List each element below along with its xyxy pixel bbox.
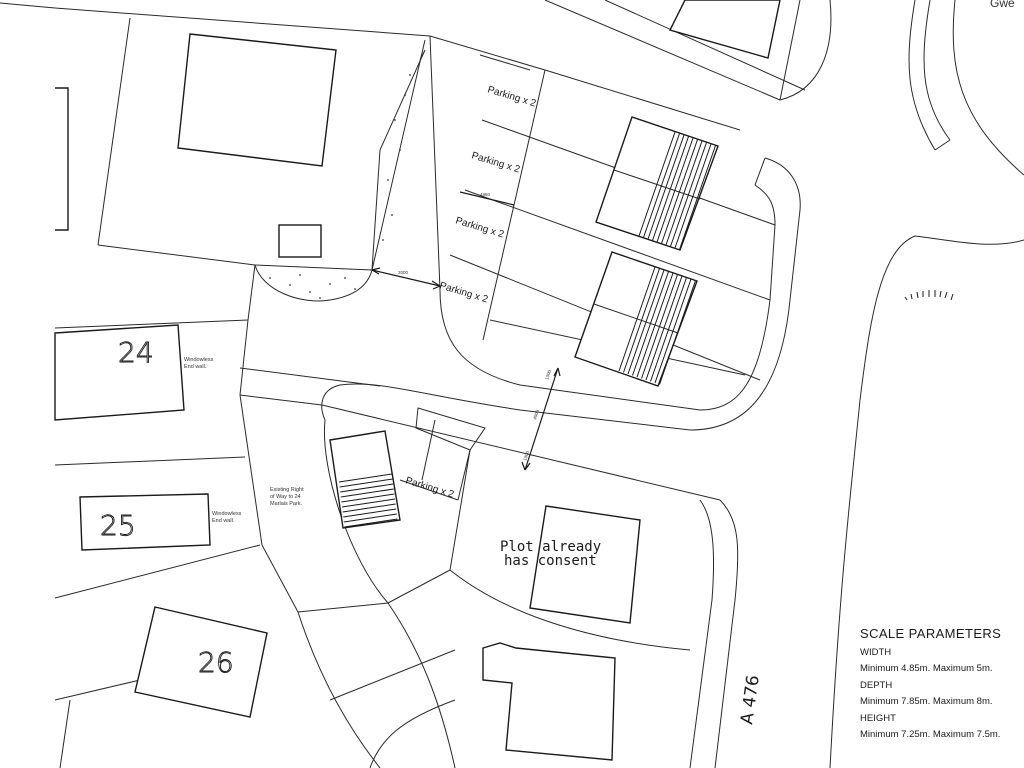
svg-text:1500: 1500: [544, 369, 552, 381]
house-large-left: [177, 33, 337, 167]
dimension-lines: 2000 4850 1500 4000 1500: [371, 191, 561, 471]
windowless-note-25: Windowless End wall.: [212, 511, 243, 524]
house-25: [79, 493, 211, 551]
stair-tread: [342, 503, 396, 513]
plot-number-24: 24: [118, 336, 154, 369]
stippled-verge: [254, 39, 426, 302]
scale-title: SCALE PARAMETERS: [860, 626, 1002, 641]
plot-number-25: 25: [100, 509, 136, 542]
stair-tread: [641, 274, 678, 379]
stair-tread: [670, 142, 707, 247]
stair-tread: [623, 268, 660, 373]
stair-tread: [632, 271, 669, 376]
label-top-right: Gwe: [990, 0, 1015, 10]
stair-tread: [338, 473, 393, 483]
stair-tread: [636, 272, 674, 378]
height-label: HEIGHT: [860, 713, 896, 724]
lower-driveway: [321, 404, 739, 768]
stair-tread: [638, 131, 676, 237]
new-house-upper: [595, 116, 719, 251]
stair-tread: [343, 513, 397, 523]
svg-text:1500: 1500: [522, 450, 530, 462]
new-house-lower: [574, 251, 698, 387]
stair-tread: [618, 266, 656, 372]
right-road-curves: [829, 0, 1024, 768]
stair-tread: [343, 508, 397, 518]
parking-label-5: Parking x 2: [404, 475, 455, 500]
stair-tread: [340, 483, 394, 493]
plot-consent-note: Plot already has consent: [500, 539, 610, 569]
stair-tread: [654, 278, 692, 384]
stair-tread: [643, 133, 680, 238]
stair-tread: [661, 139, 698, 244]
upper-boundaries: [0, 0, 832, 246]
parking-label-2: Parking x 2: [470, 150, 521, 175]
house-24: [54, 324, 185, 421]
stair-tread: [645, 275, 683, 381]
stair-tread: [679, 145, 716, 250]
upper-driveway: [321, 35, 801, 431]
road-label: A 476: [737, 674, 764, 726]
house-26: [134, 606, 268, 718]
stair-tread: [652, 136, 689, 241]
svg-text:4000: 4000: [532, 409, 540, 421]
small-arc-marks: [904, 290, 954, 301]
stair-tread: [647, 134, 685, 240]
house-consented: [529, 505, 641, 624]
outbuilding: [278, 224, 322, 258]
house-top-right: [668, 0, 781, 59]
stair-tread: [339, 478, 393, 488]
right-of-way-note: Existing Right of Way to 24 Marlais Park…: [270, 487, 305, 507]
depth-label: DEPTH: [860, 680, 893, 691]
height-value: Minimum 7.25m. Maximum 7.5m.: [860, 729, 1001, 740]
stair-tread: [344, 518, 398, 528]
svg-text:2000: 2000: [398, 270, 409, 275]
width-label: WIDTH: [860, 647, 892, 658]
windowless-note-24: Windowless End wall.: [184, 357, 215, 370]
parking-label-4: Parking x 2: [438, 280, 489, 305]
house-bottom: [482, 642, 616, 761]
stair-tread: [650, 277, 687, 382]
stair-tread: [627, 269, 665, 375]
stair-tread: [665, 140, 703, 246]
stair-tread: [659, 280, 696, 385]
stair-tread: [674, 143, 712, 249]
parking-label-1: Parking x 2: [486, 84, 537, 109]
stair-tread: [341, 498, 396, 508]
width-value: Minimum 4.85m. Maximum 5m.: [860, 663, 993, 674]
garage-small: [329, 430, 401, 529]
stair-tread: [340, 488, 394, 498]
stair-tread: [341, 493, 395, 503]
parking-label-3: Parking x 2: [454, 215, 505, 240]
depth-value: Minimum 7.85m. Maximum 8m.: [860, 696, 993, 707]
left-boundaries: [54, 244, 389, 768]
svg-text:4850: 4850: [480, 192, 491, 197]
plot-number-26: 26: [198, 646, 234, 679]
stair-tread: [656, 137, 694, 243]
scale-parameters-panel: SCALE PARAMETERS WIDTH Minimum 4.85m. Ma…: [860, 626, 1024, 740]
